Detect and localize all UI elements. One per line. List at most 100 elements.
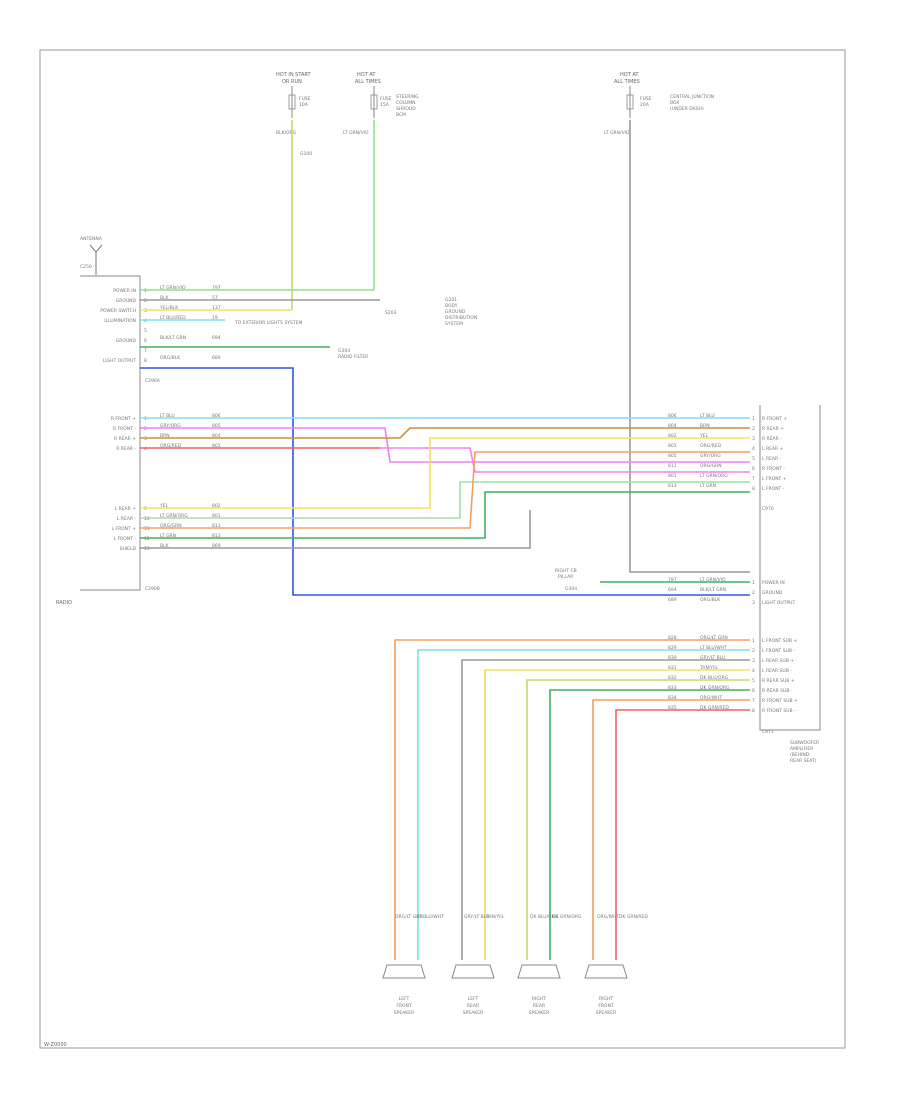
wire-speaker-0 xyxy=(394,639,750,960)
amp-in-circuit-4: 805 xyxy=(668,453,677,459)
wire-shield xyxy=(140,510,531,549)
radio-rear-label-1: L REAR - xyxy=(117,516,137,522)
amp-ground-note1: RIGHT CB xyxy=(555,568,577,574)
radio-top-wire-1: BLK xyxy=(160,295,170,301)
amp-in-wire-7: LT GRN xyxy=(700,483,716,489)
wire-amp-power xyxy=(629,120,750,573)
radio-front-circuit-3: 803 xyxy=(212,443,221,449)
radio-top-circuit-7: 689 xyxy=(212,355,221,361)
amp-out-circuit-5: 833 xyxy=(668,685,677,691)
amp-in-num-5: 6 xyxy=(752,466,755,472)
antenna-label: ANTENNA xyxy=(80,236,103,242)
radio-top-label-0: POWER IN xyxy=(113,288,136,294)
source-left-line1: HOT IN START xyxy=(276,72,312,78)
amp-out-circuit-6: 834 xyxy=(668,695,677,701)
ground-dest-note4: SYSTEM xyxy=(445,321,463,327)
radio-top-num-1: 2 xyxy=(144,298,147,304)
source-right-line2: ALL TIMES xyxy=(614,79,640,85)
wire-speaker-2 xyxy=(461,659,750,960)
amp-out-num-4: 5 xyxy=(752,678,755,684)
wire-rr-plus xyxy=(140,427,750,439)
amp-out-circuit-0: 828 xyxy=(668,635,677,641)
amp-out-wire-7: DK GRN/RED xyxy=(700,705,729,711)
radio-front-wire-0: LT BLU xyxy=(160,413,175,419)
amp-out-circuit-7: 835 xyxy=(668,705,677,711)
amp-power-num-1: 2 xyxy=(752,590,755,596)
wire-rr-minus-b xyxy=(380,447,750,473)
amp-power-label-2: LIGHT OUTPUT xyxy=(762,600,795,606)
amp-out-label-5: R REAR SUB - xyxy=(762,688,793,694)
source-middle-line1: HOT AT xyxy=(357,72,376,78)
amp-out-circuit-2: 830 xyxy=(668,655,677,661)
radio-front-circuit-1: 805 xyxy=(212,423,221,429)
wire-speaker-7 xyxy=(615,709,750,960)
antenna-code: C250 xyxy=(80,264,92,270)
amp-in-circuit-3: 803 xyxy=(668,443,677,449)
radio-top-label-1: GROUND xyxy=(116,298,137,304)
wire-rf-minus xyxy=(140,427,750,463)
radio-front-num-0: 1 xyxy=(144,416,147,422)
wire-lr-minus xyxy=(140,481,750,519)
amp-out-wire-1: LT BLU/WHT xyxy=(700,645,727,651)
amp-in-label-4: L REAR - xyxy=(762,456,782,462)
source-right-note3: (UNDER DASH) xyxy=(670,106,704,112)
radio-front-num-2: 3 xyxy=(144,436,147,442)
amp-name-3: (BEHIND xyxy=(790,752,810,758)
radio-top-num-0: 1 xyxy=(144,288,147,294)
amp-connector-c: C970 xyxy=(762,506,774,512)
amp-in-wire-6: LT GRN/ORG xyxy=(700,473,728,479)
speaker-line1-1: LEFT xyxy=(468,996,479,1002)
amp-name-4: REAR SEAT) xyxy=(790,758,817,764)
radio-top-wire-0: LT GRN/VIO xyxy=(160,285,186,291)
source-right-line1: HOT AT xyxy=(620,72,639,78)
speaker-wire-a-3: ORG/WHT xyxy=(597,914,620,920)
radio-top-label-7: LIGHT OUTPUT xyxy=(103,358,136,364)
radio-top-wire-5: BLK/LT GRN xyxy=(160,335,186,341)
amp-out-wire-5: DK GRN/ORG xyxy=(700,685,730,691)
wire-light-output xyxy=(140,367,750,596)
amp-in-circuit-7: 813 xyxy=(668,483,677,489)
source-middle-note4: BCM xyxy=(396,112,406,118)
speaker-icon xyxy=(584,964,628,979)
amp-in-wire-5: ORG/GRN xyxy=(700,463,722,469)
speaker-wire-b-0: LT BLU/WHT xyxy=(417,914,444,920)
amp-name-2: AMPLIFIER xyxy=(790,746,813,752)
amp-out-num-7: 8 xyxy=(752,708,755,714)
radio-top-num-5: 6 xyxy=(144,338,147,344)
speaker-line3-1: SPEAKER xyxy=(463,1010,483,1016)
amp-in-wire-4: GRY/ORG xyxy=(700,453,721,459)
source-left-line2: OR RUN xyxy=(282,79,302,85)
amp-in-num-4: 5 xyxy=(752,456,755,462)
amp-out-circuit-4: 832 xyxy=(668,675,677,681)
radio-top-num-7: 8 xyxy=(144,358,147,364)
radio-connector-b: C290B xyxy=(145,586,160,592)
amp-in-label-6: L FRONT + xyxy=(762,476,787,482)
radio-rear-circuit-0: 802 xyxy=(212,503,221,509)
radio-top-num-6: 7 xyxy=(144,348,147,354)
source-middle-note1: STEERING xyxy=(396,94,419,100)
radio-rear-circuit-2: 811 xyxy=(212,523,221,529)
amp-power-wire-2: ORG/BLK xyxy=(700,597,721,603)
wire-lf-minus xyxy=(140,491,750,539)
footer-code: W-Z0000 xyxy=(44,1042,67,1048)
wire-lf-plus xyxy=(140,451,750,529)
amp-out-num-6: 7 xyxy=(752,698,755,704)
amp-in-wire-3: ORG/RED xyxy=(700,443,722,449)
radio-name: RADIO xyxy=(56,600,72,606)
radio-rear-wire-2: ORG/GRN xyxy=(160,523,182,529)
radio-rear-label-2: L FRONT + xyxy=(111,526,136,532)
radio-top-circuit-2: 137 xyxy=(212,305,221,311)
source-right-amps: 20A xyxy=(640,102,650,108)
radio-top-label-2: POWER SWITCH xyxy=(100,308,136,314)
speaker-line2-1: REAR xyxy=(467,1003,479,1009)
amp-in-num-2: 3 xyxy=(752,436,755,442)
source-right-note2: BOX xyxy=(670,100,679,106)
speaker-line1-2: RIGHT xyxy=(532,996,546,1002)
source-right-wire: LT GRN/VIO xyxy=(604,130,630,136)
